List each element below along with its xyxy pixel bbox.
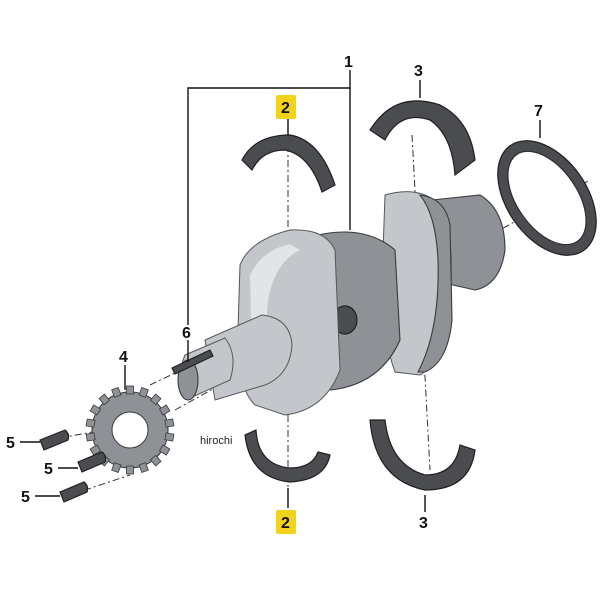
sprocket-tooth	[158, 444, 171, 456]
shaft-seal	[497, 140, 597, 256]
callout-labels: 1 2 2 3 3 4 5 5 5 6 7	[6, 54, 543, 532]
callout-4: 4	[119, 349, 128, 366]
callout-6: 6	[182, 325, 191, 342]
sprocket-tooth	[138, 462, 149, 474]
sprocket-tooth	[126, 465, 134, 475]
callout-3-upper: 3	[414, 63, 423, 80]
sprocket-tooth	[138, 386, 149, 398]
sprocket-tooth	[85, 418, 96, 428]
sprocket-tooth	[158, 404, 171, 416]
sprocket-tooth	[89, 404, 102, 416]
sprocket-tooth	[111, 462, 122, 474]
callout-2-lower: 2	[281, 515, 290, 532]
callout-1: 1	[344, 54, 353, 71]
main-bearing-shell-lower	[244, 429, 331, 483]
sprocket-tooth	[85, 432, 96, 442]
callout-7: 7	[534, 103, 543, 120]
watermark-text: hirochi	[200, 435, 232, 447]
thrust-bearing-shell-upper	[369, 100, 476, 177]
sprocket-tooth	[89, 444, 102, 456]
callout-2-upper: 2	[281, 100, 290, 117]
highlight-boxes	[276, 95, 296, 534]
sprocket-tooth	[149, 454, 162, 467]
screw-2	[77, 451, 107, 473]
sprocket-tooth	[164, 432, 175, 442]
screw-1	[39, 429, 70, 451]
sprocket	[85, 385, 175, 475]
callout-3-lower: 3	[419, 515, 428, 532]
pin	[171, 349, 214, 375]
callout-5-b: 5	[44, 461, 53, 478]
main-bearing-shell-upper	[241, 134, 336, 193]
leader-lines	[20, 70, 541, 512]
callout-5-a: 5	[6, 435, 15, 452]
crankshaft	[177, 191, 506, 416]
sprocket-tooth	[164, 418, 175, 428]
sprocket-tooth	[111, 386, 122, 398]
thrust-bearing-shell-lower	[369, 419, 476, 491]
sprocket-tooth	[98, 393, 111, 406]
sprocket-tooth	[126, 385, 134, 395]
sprocket-tooth	[149, 393, 162, 406]
highlight-box-upper	[276, 95, 296, 119]
screw-3	[59, 481, 89, 503]
callout-5-c: 5	[21, 489, 30, 506]
highlight-box-lower	[276, 510, 296, 534]
